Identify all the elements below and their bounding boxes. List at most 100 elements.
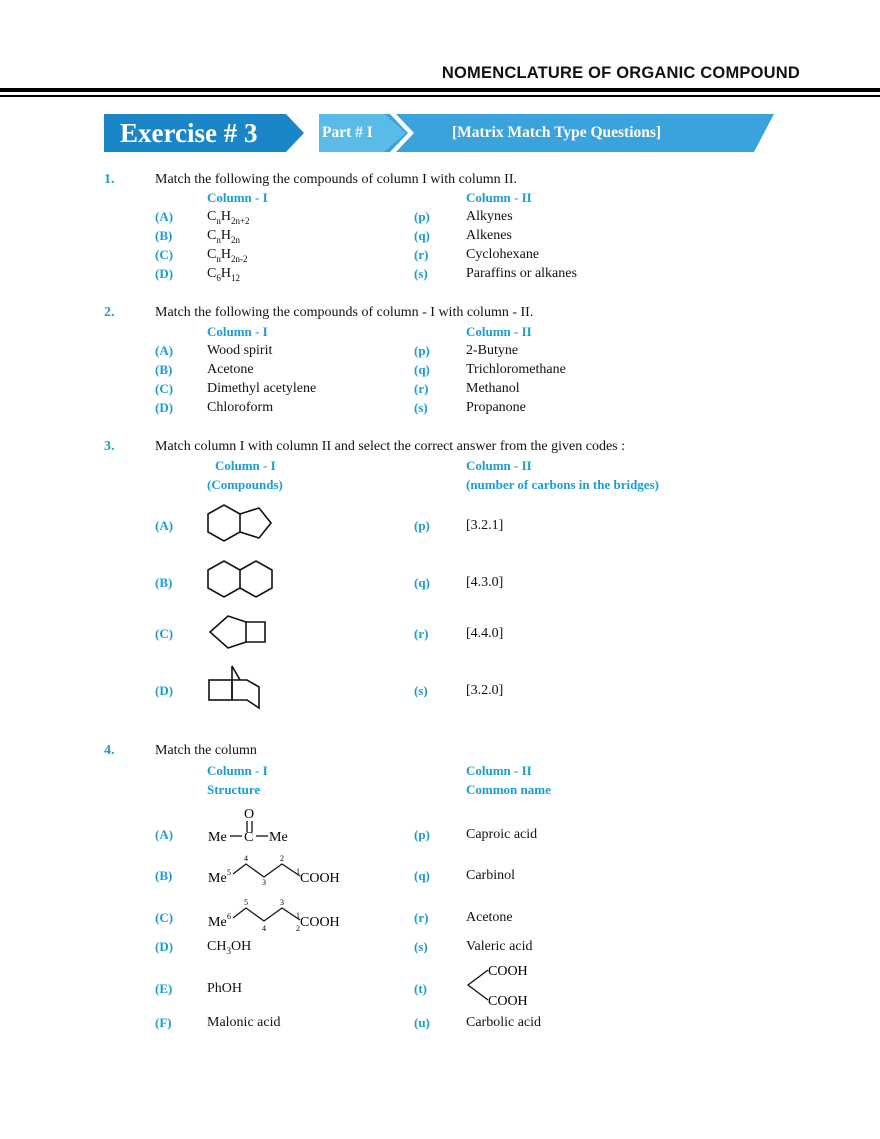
option-label: (s) (414, 683, 428, 698)
option-label: (s) (414, 266, 428, 281)
option-text: Alkynes (466, 209, 513, 224)
option-text: [4.4.0] (466, 626, 504, 641)
question-text: Match column I with column II and select… (155, 439, 626, 454)
option-text: Carbolic acid (466, 1015, 542, 1030)
option-label: (r) (414, 247, 429, 262)
option-text: [4.3.0] (466, 575, 504, 590)
caproic-acid-structure: Me 6 5 4 3 2 1 COOH (208, 898, 340, 933)
option-label: (p) (414, 518, 430, 533)
svg-text:6: 6 (227, 912, 231, 921)
page-header-title: NOMENCLATURE OF ORGANIC COMPOUND (441, 64, 800, 82)
option-label: (s) (414, 400, 428, 415)
question-text: Match the column (155, 743, 257, 758)
svg-text:5: 5 (244, 898, 248, 907)
exercise-title: Exercise # 3 (120, 118, 258, 148)
svg-text:Me: Me (208, 871, 227, 886)
option-text: Methanol (466, 381, 520, 396)
option-label: (A) (155, 343, 174, 358)
option-label: (B) (155, 228, 173, 243)
svg-text:1: 1 (296, 867, 300, 876)
column-1-heading: Column - I (207, 763, 268, 778)
option-label: (A) (155, 209, 174, 224)
bridged-bicyclic-structure (208, 665, 260, 710)
svg-text:3: 3 (280, 898, 284, 907)
formula: CnH2n+2 (207, 209, 250, 226)
question-number: 4. (104, 743, 115, 758)
svg-text:COOH: COOH (300, 915, 340, 930)
option-text: Valeric acid (466, 939, 533, 954)
acetone-structure: O Me C Me (208, 807, 288, 845)
question-number: 3. (104, 439, 115, 454)
option-label: (r) (414, 626, 429, 641)
option-text: Acetone (466, 910, 513, 925)
option-label: (B) (155, 362, 173, 377)
svg-text:2: 2 (296, 924, 300, 933)
option-text: Chloroform (207, 400, 274, 415)
svg-text:COOH: COOH (300, 871, 340, 886)
valeric-acid-structure: Me 5 4 3 2 1 COOH (208, 854, 340, 887)
column-1-heading: Column - I (207, 324, 268, 339)
column-1-subheading: Structure (207, 782, 261, 797)
svg-text:Me: Me (269, 830, 288, 845)
option-label: (B) (155, 868, 173, 883)
option-text: Caproic acid (466, 827, 538, 842)
option-text: [3.2.1] (466, 518, 504, 533)
option-text: [3.2.0] (466, 683, 504, 698)
option-text: Alkenes (466, 228, 512, 243)
dicarboxylic-structure: COOH COOH (466, 964, 528, 1009)
column-2-heading: Column - II (466, 458, 532, 473)
option-label: (C) (155, 247, 174, 262)
svg-text:4: 4 (262, 924, 266, 933)
option-label: (C) (155, 381, 174, 396)
column-2-heading: Column - II (466, 190, 532, 205)
option-text: Cyclohexane (466, 247, 540, 262)
option-label: (q) (414, 868, 430, 883)
option-text: Dimethyl acetylene (207, 381, 317, 396)
svg-text:COOH: COOH (488, 964, 528, 979)
svg-text:1: 1 (296, 911, 300, 920)
column-2-heading: Column - II (466, 763, 532, 778)
option-label: (A) (155, 827, 174, 842)
option-label: (D) (155, 400, 174, 415)
question-number: 1. (104, 172, 115, 187)
option-label: (q) (414, 575, 430, 590)
column-1-heading: Column - I (215, 458, 276, 473)
svg-text:4: 4 (244, 854, 248, 863)
column-2-subheading: (number of carbons in the bridges) (466, 477, 659, 492)
option-label: (u) (414, 1015, 430, 1030)
formula: CnH2n (207, 228, 240, 245)
option-text: Wood spirit (207, 343, 273, 358)
option-text: Propanone (466, 400, 526, 415)
option-label: (p) (414, 343, 430, 358)
option-text: Trichloromethane (466, 362, 566, 377)
option-label: (D) (155, 266, 174, 281)
option-text: PhOH (207, 981, 243, 996)
svg-text:O: O (244, 807, 254, 822)
column-2-heading: Column - II (466, 324, 532, 339)
part-label: Part # I (322, 124, 373, 141)
decalin-structure (207, 560, 273, 598)
option-label: (F) (155, 1015, 172, 1030)
option-label: (D) (155, 683, 174, 698)
hydrindane-structure (207, 504, 273, 542)
question-type: [Matrix Match Type Questions] (452, 124, 662, 141)
svg-text:C: C (244, 830, 253, 845)
option-label: (A) (155, 518, 174, 533)
formula: CnH2n-2 (207, 247, 248, 264)
option-label: (C) (155, 910, 174, 925)
svg-text:Me: Me (208, 830, 227, 845)
column-1-heading: Column - I (207, 190, 268, 205)
column-2-subheading: Common name (466, 782, 551, 797)
svg-text:COOH: COOH (488, 994, 528, 1009)
question-text: Match the following the compounds of col… (155, 305, 534, 320)
option-label: (q) (414, 228, 430, 243)
option-text: 2-Butyne (466, 343, 519, 358)
header-rule-thick (0, 88, 880, 92)
column-1-subheading: (Compounds) (207, 477, 283, 492)
formula: C6H12 (207, 266, 240, 283)
option-text: Malonic acid (207, 1015, 281, 1030)
question-text: Match the following the compounds of col… (155, 172, 517, 187)
svg-text:3: 3 (262, 878, 266, 887)
option-label: (E) (155, 981, 173, 996)
option-label: (s) (414, 939, 428, 954)
